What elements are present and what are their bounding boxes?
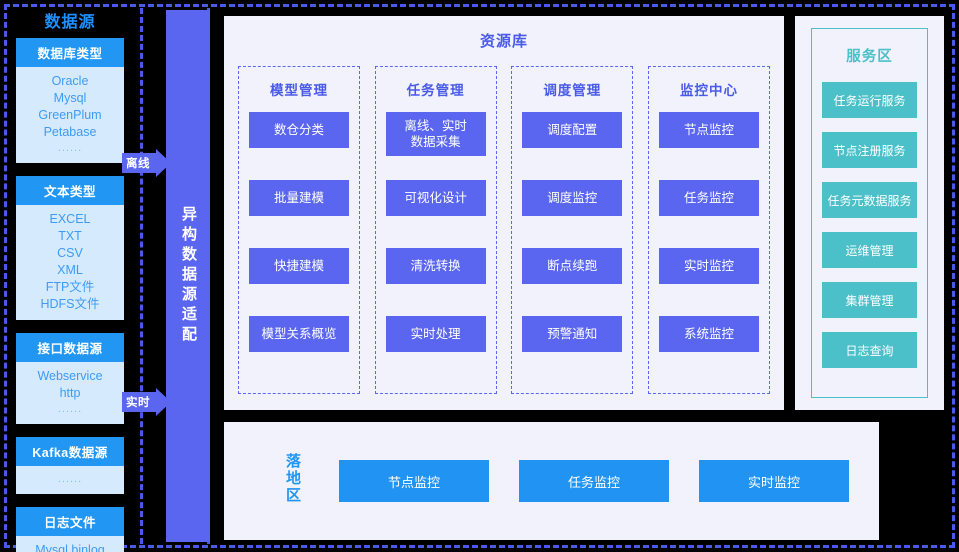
service-button[interactable]: 节点注册服务 bbox=[822, 132, 917, 168]
service-area-panel: 服务区 任务运行服务 节点注册服务 任务元数据服务 运维管理 集群管理 日志查询 bbox=[795, 16, 944, 410]
resource-button[interactable]: 实时监控 bbox=[658, 248, 759, 284]
resource-button[interactable]: 实时处理 bbox=[385, 316, 486, 352]
resource-column-schedule-management: 调度管理 调度配置 调度监控 断点续跑 预警通知 bbox=[511, 66, 634, 394]
resource-button[interactable]: 可视化设计 bbox=[385, 180, 486, 216]
datasource-column: 数据源 数据库类型 Oracle Mysql GreenPlum Petabas… bbox=[10, 8, 130, 552]
landing-zone-title-text: 落地区 bbox=[284, 452, 301, 504]
datasource-item: XML bbox=[57, 263, 83, 277]
landing-zone-panel: 落地区 节点监控 任务监控 实时监控 bbox=[224, 422, 879, 540]
resource-button[interactable]: 任务监控 bbox=[658, 180, 759, 216]
datasource-item: FTP文件 bbox=[45, 280, 95, 294]
landing-button[interactable]: 实时监控 bbox=[699, 460, 849, 502]
resource-button[interactable]: 系统监控 bbox=[658, 316, 759, 352]
landing-zone-title: 落地区 bbox=[282, 453, 303, 510]
service-area-title: 服务区 bbox=[846, 49, 893, 65]
datasource-card-kafka[interactable]: Kafka数据源 ...... bbox=[16, 437, 124, 494]
resource-button[interactable]: 数仓分类 bbox=[249, 112, 349, 148]
datasource-item: Petabase bbox=[43, 125, 97, 139]
datasource-ellipsis: ...... bbox=[57, 473, 83, 485]
datasource-card-logfile[interactable]: 日志文件 Mysql binlog ...... bbox=[16, 507, 124, 552]
service-button[interactable]: 任务元数据服务 bbox=[822, 182, 917, 218]
flow-arrow-realtime: 实时 bbox=[122, 388, 171, 416]
service-button[interactable]: 集群管理 bbox=[822, 282, 917, 318]
datasource-card-body: Mysql binlog ...... bbox=[16, 536, 124, 552]
service-button[interactable]: 日志查询 bbox=[822, 332, 917, 368]
datasource-item: Mysql binlog bbox=[35, 543, 105, 552]
datasource-card-body: ...... bbox=[16, 466, 124, 494]
resource-button[interactable]: 断点续跑 bbox=[522, 248, 623, 284]
service-button[interactable]: 运维管理 bbox=[822, 232, 917, 268]
datasource-card-interface[interactable]: 接口数据源 Webservice http ...... bbox=[16, 333, 124, 424]
resource-library-panel: 资源库 模型管理 数仓分类 批量建模 快捷建模 模型关系概览 任务管理 离线、实… bbox=[224, 16, 784, 410]
adapter-bar-label: 异构数据源适配 bbox=[180, 206, 197, 346]
resource-column-monitoring-center: 监控中心 节点监控 任务监控 实时监控 系统监控 bbox=[647, 66, 770, 394]
datasource-item: Mysql bbox=[53, 91, 87, 105]
flow-arrow-body: 实时 bbox=[122, 392, 156, 412]
datasource-item: GreenPlum bbox=[38, 108, 102, 122]
datasource-card-header: 日志文件 bbox=[16, 507, 124, 536]
datasource-card-database[interactable]: 数据库类型 Oracle Mysql GreenPlum Petabase ..… bbox=[16, 38, 124, 163]
datasource-card-header: Kafka数据源 bbox=[16, 437, 124, 466]
resource-button[interactable]: 批量建模 bbox=[249, 180, 349, 216]
service-button[interactable]: 任务运行服务 bbox=[822, 82, 917, 118]
resource-button[interactable]: 调度配置 bbox=[522, 112, 623, 148]
resource-column-model-management: 模型管理 数仓分类 批量建模 快捷建模 模型关系概览 bbox=[238, 66, 360, 394]
datasource-card-header: 接口数据源 bbox=[16, 333, 124, 362]
datasource-title: 数据源 bbox=[44, 14, 96, 31]
resource-button[interactable]: 节点监控 bbox=[658, 112, 759, 148]
datasource-ellipsis: ...... bbox=[57, 142, 83, 154]
datasource-card-header: 文本类型 bbox=[16, 176, 124, 205]
datasource-card-body: EXCEL TXT CSV XML FTP文件 HDFS文件 bbox=[16, 205, 124, 320]
arrow-head-icon bbox=[156, 149, 171, 177]
flow-arrow-label: 实时 bbox=[126, 397, 150, 409]
resource-library-columns: 模型管理 数仓分类 批量建模 快捷建模 模型关系概览 任务管理 离线、实时 数据… bbox=[238, 66, 770, 394]
datasource-item: TXT bbox=[58, 229, 82, 243]
resource-button[interactable]: 清洗转换 bbox=[385, 248, 486, 284]
resource-column-task-management: 任务管理 离线、实时 数据采集 可视化设计 清洗转换 实时处理 bbox=[374, 66, 497, 394]
resource-button[interactable]: 离线、实时 数据采集 bbox=[385, 112, 486, 156]
resource-column-title: 任务管理 bbox=[406, 83, 465, 98]
flow-arrow-offline: 离线 bbox=[122, 149, 171, 177]
datasource-item: EXCEL bbox=[49, 212, 91, 226]
adapter-bar[interactable]: 异构数据源适配 bbox=[166, 10, 210, 542]
datasource-item: http bbox=[59, 386, 81, 400]
resource-button[interactable]: 快捷建模 bbox=[249, 248, 349, 284]
resource-column-title: 监控中心 bbox=[679, 83, 738, 98]
landing-button[interactable]: 任务监控 bbox=[519, 460, 669, 502]
datasource-card-text[interactable]: 文本类型 EXCEL TXT CSV XML FTP文件 HDFS文件 bbox=[16, 176, 124, 320]
landing-zone-buttons: 节点监控 任务监控 实时监控 bbox=[339, 460, 849, 502]
resource-column-title: 调度管理 bbox=[543, 83, 602, 98]
flow-arrow-label: 离线 bbox=[126, 158, 150, 170]
resource-button[interactable]: 预警通知 bbox=[522, 316, 623, 352]
datasource-item: HDFS文件 bbox=[40, 297, 100, 311]
service-area-inner: 服务区 任务运行服务 节点注册服务 任务元数据服务 运维管理 集群管理 日志查询 bbox=[811, 28, 928, 398]
datasource-card-header: 数据库类型 bbox=[16, 38, 124, 67]
resource-button[interactable]: 模型关系概览 bbox=[249, 316, 349, 352]
arrow-head-icon bbox=[156, 388, 171, 416]
resource-library-title: 资源库 bbox=[479, 33, 528, 50]
datasource-card-body: Webservice http ...... bbox=[16, 362, 124, 424]
datasource-ellipsis: ...... bbox=[57, 403, 83, 415]
flow-arrow-body: 离线 bbox=[122, 153, 156, 173]
datasource-item: CSV bbox=[57, 246, 83, 260]
datasource-item: Webservice bbox=[37, 369, 103, 383]
landing-button[interactable]: 节点监控 bbox=[339, 460, 489, 502]
datasource-card-body: Oracle Mysql GreenPlum Petabase ...... bbox=[16, 67, 124, 163]
datasource-item: Oracle bbox=[51, 74, 89, 88]
resource-column-title: 模型管理 bbox=[270, 83, 328, 98]
resource-button[interactable]: 调度监控 bbox=[522, 180, 623, 216]
